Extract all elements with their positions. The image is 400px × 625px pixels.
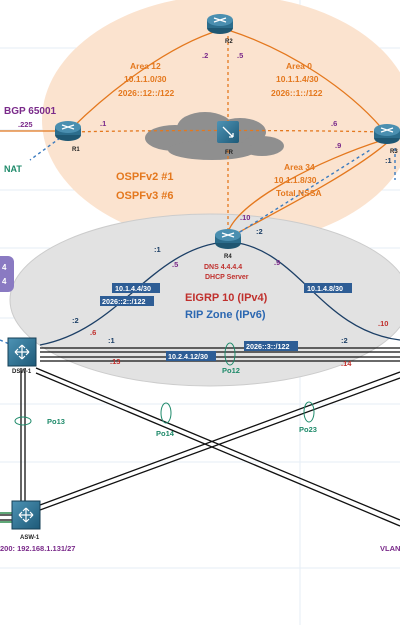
area34-v4: 10.1.1.8/30: [274, 175, 317, 185]
left-badge-line2: 4: [2, 277, 7, 286]
po14-label: Po14: [156, 429, 175, 438]
subnet-box-5: [244, 341, 298, 351]
po13-label: Po13: [47, 417, 65, 426]
subnet-label-1: 10.1.4.4/30: [115, 284, 151, 293]
port-r3-6: .6: [331, 119, 337, 128]
r4-label: R4: [224, 254, 232, 260]
r1-label: R1: [72, 147, 80, 153]
asw1-label: ASW-1: [20, 535, 40, 541]
area34-name: Area 34: [284, 162, 315, 172]
router-r4-icon[interactable]: [215, 229, 241, 249]
subnet-box-3: [304, 283, 352, 293]
switch-asw1-icon[interactable]: [11, 500, 41, 530]
subnet-label-3: 10.1.4.8/30: [307, 284, 343, 293]
port-right-14: .14: [341, 359, 352, 368]
vlan-right-label: VLAN: [380, 544, 400, 553]
interface-labels: .225 .1 .2 .5 .6 .9 :1 .10 :2 :1 .5 .9 :…: [18, 51, 392, 368]
port-dsw-2: :2: [72, 316, 79, 325]
port-right-10: .10: [378, 319, 388, 328]
router-r1-icon[interactable]: [55, 121, 81, 141]
subnet-box-2: [100, 296, 154, 306]
area12-v4: 10.1.1.0/30: [124, 74, 167, 84]
po12-label: Po12: [222, 366, 240, 375]
rip-label: RIP Zone (IPv6): [185, 309, 266, 321]
nat-label: NAT: [4, 164, 22, 174]
bgp-label: BGP 65001: [4, 106, 57, 117]
frame-relay-switch-icon[interactable]: [217, 121, 239, 143]
area12-name: Area 12: [130, 61, 161, 71]
r2-label: R2: [225, 39, 233, 45]
port-r1-225: .225: [18, 120, 33, 129]
dsw1-label: DSW-1: [12, 369, 32, 375]
subnet-label-4: 10.2.4.12/30: [168, 352, 208, 361]
ospfv3-label: OSPFv3 #6: [116, 190, 173, 202]
portchannel-markers: [14, 342, 315, 426]
port-r4-5: .5: [172, 260, 178, 269]
port-r2-5: .5: [237, 51, 243, 60]
port-dsw-1: :1: [108, 336, 115, 345]
po23-label: Po23: [299, 425, 317, 434]
port-r4-2: :2: [256, 227, 263, 236]
switch-dsw1-icon[interactable]: [7, 337, 37, 367]
subnet-box-1: [112, 283, 160, 293]
area0-v6: 2026::1::/122: [271, 88, 323, 98]
port-r2-2: .2: [202, 51, 208, 60]
area34-v6: Total NSSA: [276, 188, 322, 198]
area0-name: Area 0: [286, 61, 312, 71]
eigrp-area-zone: [9, 213, 400, 387]
port-r1-1: .1: [100, 119, 106, 128]
r4-dhcp: DHCP Server: [205, 274, 249, 281]
area12-v6: 2026::12::/122: [118, 88, 175, 98]
r4-dns: DNS 4.4.4.4: [204, 264, 242, 271]
fr-label: FR: [225, 150, 234, 156]
subnet-label-2: 2026::2::/122: [102, 297, 146, 306]
vlan-left-label: 200: 192.168.1.131/27: [0, 544, 75, 553]
router-r3-icon[interactable]: [374, 124, 400, 144]
port-r4-10: .10: [240, 213, 250, 222]
port-dsw-6: .6: [90, 328, 96, 337]
router-r2-icon[interactable]: [207, 14, 233, 34]
port-r4-9: .9: [274, 258, 280, 267]
eigrp-label: EIGRP 10 (IPv4): [185, 292, 268, 304]
ospf-links: [69, 29, 389, 237]
trunk-links: [0, 347, 400, 527]
ospfv2-label: OSPFv2 #1: [116, 171, 173, 183]
area0-v4: 10.1.1.4/30: [276, 74, 319, 84]
subnet-label-5: 2026::3::/122: [246, 342, 290, 351]
port-r3-1: :1: [385, 156, 392, 165]
port-r4-1: :1: [154, 245, 161, 254]
left-badge-line1: 4: [2, 263, 7, 272]
r3-label: R3: [390, 149, 398, 155]
subnet-box-4: [166, 351, 216, 361]
left-edge-badge: [0, 256, 14, 292]
port-right-2: :2: [341, 336, 348, 345]
port-dsw-13: .13: [110, 357, 120, 366]
port-r3-9: .9: [335, 141, 341, 150]
